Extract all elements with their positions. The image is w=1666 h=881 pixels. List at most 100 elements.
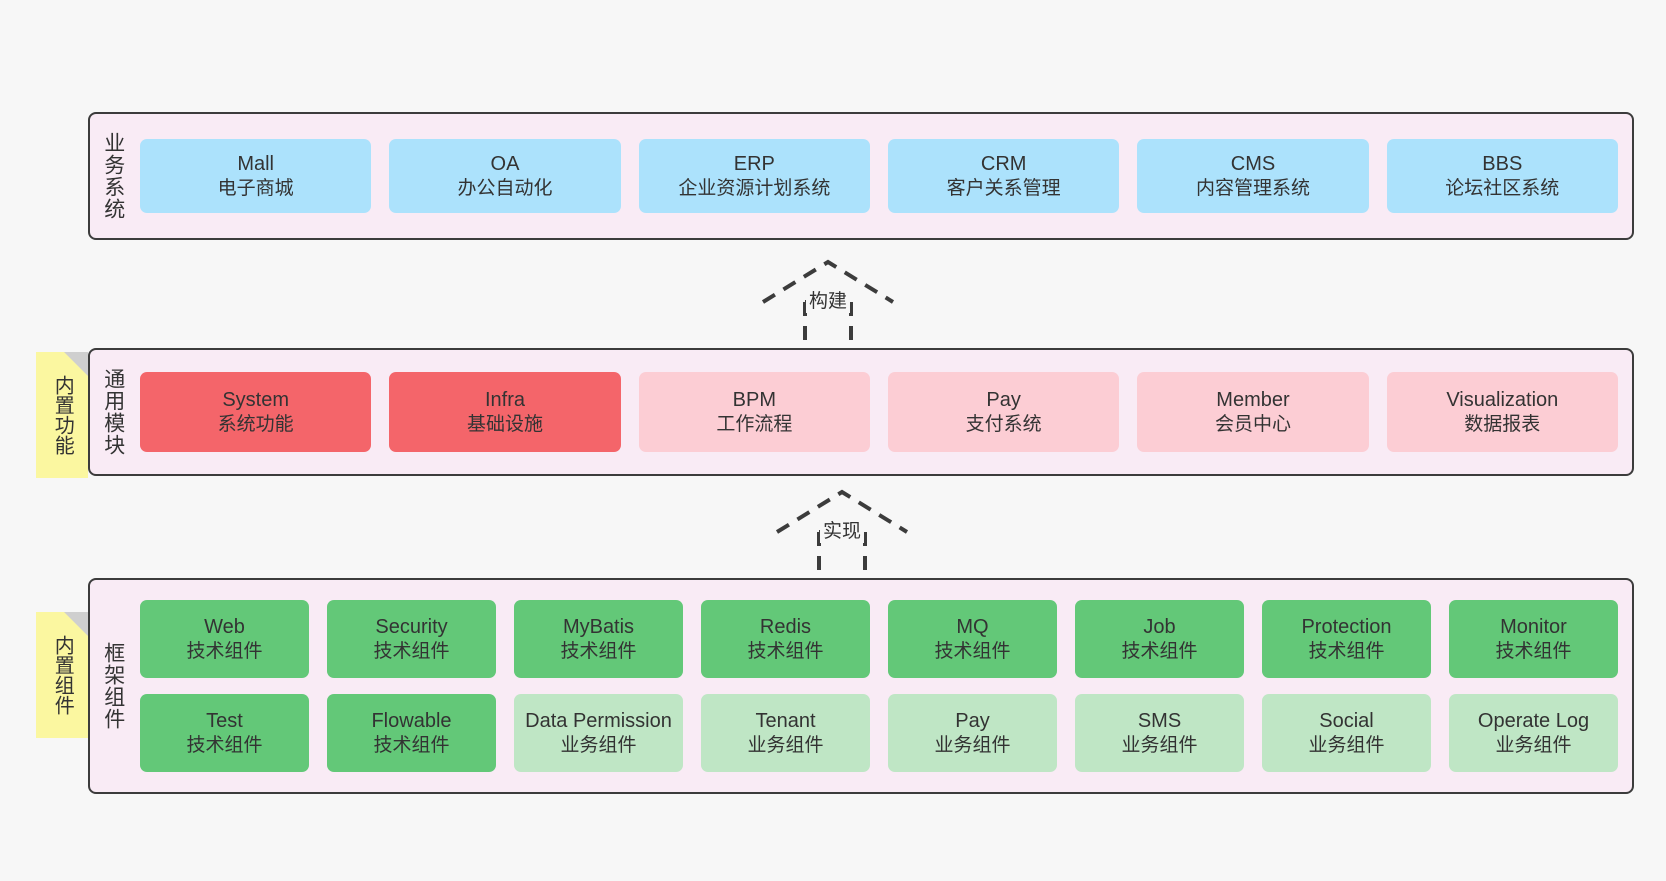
card-bbs[interactable]: BBS 论坛社区系统	[1386, 139, 1618, 213]
card-visualization[interactable]: Visualization 数据报表	[1386, 372, 1618, 452]
card-subtitle: 业务组件	[1308, 734, 1385, 756]
card-title: System	[222, 389, 289, 412]
sticky-label: 内置组件	[51, 635, 74, 715]
card-member[interactable]: Member 会员中心	[1137, 372, 1369, 452]
card-subtitle: 业务组件	[747, 734, 824, 756]
card-title: Operate Log	[1477, 710, 1590, 733]
card-cms[interactable]: CMS 内容管理系统	[1137, 139, 1369, 213]
card-subtitle: 技术组件	[186, 640, 263, 662]
connector-label-implement: 实现	[819, 516, 865, 543]
card-title: Monitor	[1500, 616, 1567, 639]
card-erp[interactable]: ERP 企业资源计划系统	[638, 139, 870, 213]
layer-title-modules: 通用模块	[101, 368, 125, 456]
layer-body-framework: Web 技术组件 Security 技术组件 MyBatis 技术组件 Redi…	[136, 580, 1632, 792]
card-title: OA	[490, 153, 520, 176]
card-title: CRM	[980, 153, 1027, 176]
card-social[interactable]: Social 业务组件	[1262, 694, 1431, 772]
card-title: Social	[1319, 710, 1374, 733]
card-subtitle: 业务组件	[934, 734, 1011, 756]
card-subtitle: 技术组件	[373, 734, 450, 756]
card-redis[interactable]: Redis 技术组件	[701, 600, 870, 678]
card-title: CMS	[1230, 153, 1276, 176]
card-mybatis[interactable]: MyBatis 技术组件	[514, 600, 683, 678]
card-title: Pay	[986, 389, 1021, 412]
layer-business-systems: 业务系统 Mall 电子商城 OA 办公自动化 ERP 企业资源计划系统 CRM…	[88, 112, 1634, 240]
card-subtitle: 业务组件	[1495, 734, 1572, 756]
card-subtitle: 技术组件	[934, 640, 1011, 662]
card-mq[interactable]: MQ 技术组件	[888, 600, 1057, 678]
card-subtitle: 电子商城	[217, 177, 294, 199]
card-title: Pay	[955, 710, 990, 733]
connector-build: 构建	[758, 258, 898, 346]
card-title: Flowable	[371, 710, 452, 733]
card-title: MQ	[956, 616, 989, 639]
card-row: System 系统功能 Infra 基础设施 BPM 工作流程 Pay 支付系统…	[140, 372, 1618, 452]
card-monitor[interactable]: Monitor 技术组件	[1449, 600, 1618, 678]
card-title: MyBatis	[562, 616, 635, 639]
card-subtitle: 业务组件	[1121, 734, 1198, 756]
card-pay[interactable]: Pay 支付系统	[887, 372, 1120, 452]
card-subtitle: 基础设施	[466, 413, 543, 435]
card-subtitle: 办公自动化	[457, 177, 553, 199]
card-title: Web	[204, 616, 245, 639]
connector-label-build: 构建	[805, 286, 851, 313]
card-subtitle: 论坛社区系统	[1445, 177, 1560, 199]
layer-common-modules: 通用模块 System 系统功能 Infra 基础设施 BPM 工作流程 Pay…	[88, 348, 1634, 476]
folded-corner-icon	[64, 352, 88, 376]
card-subtitle: 技术组件	[186, 734, 263, 756]
card-infra[interactable]: Infra 基础设施	[389, 372, 621, 452]
card-flowable[interactable]: Flowable 技术组件	[327, 694, 496, 772]
card-crm[interactable]: CRM 客户关系管理	[887, 139, 1120, 213]
card-subtitle: 工作流程	[716, 413, 793, 435]
layer-framework-components: 框架组件 Web 技术组件 Security 技术组件 MyBatis 技术组件…	[88, 578, 1634, 794]
card-job[interactable]: Job 技术组件	[1075, 600, 1244, 678]
card-title: Redis	[759, 616, 812, 639]
sticky-note-builtin-functions: 内置功能	[36, 352, 88, 478]
card-sms[interactable]: SMS 业务组件	[1075, 694, 1244, 772]
card-subtitle: 客户关系管理	[946, 177, 1061, 199]
card-title: Protection	[1301, 616, 1392, 639]
generalization-arrowhead-icon	[775, 489, 909, 534]
card-title: Mall	[237, 153, 274, 176]
card-subtitle: 技术组件	[747, 640, 824, 662]
card-subtitle: 技术组件	[1308, 640, 1385, 662]
card-title: SMS	[1137, 710, 1182, 733]
card-subtitle: 技术组件	[373, 640, 450, 662]
card-protection[interactable]: Protection 技术组件	[1262, 600, 1431, 678]
card-title: Infra	[484, 389, 525, 412]
card-title: Test	[206, 710, 243, 733]
card-title: Job	[1143, 616, 1176, 639]
card-data-permission[interactable]: Data Permission 业务组件	[514, 694, 683, 772]
card-title: Visualization	[1446, 389, 1559, 412]
card-title: Data Permission	[525, 710, 672, 733]
card-security[interactable]: Security 技术组件	[327, 600, 496, 678]
card-title: Member	[1216, 389, 1290, 412]
connector-implement: 实现	[772, 488, 912, 576]
card-subtitle: 内容管理系统	[1195, 177, 1310, 199]
card-row: Test 技术组件 Flowable 技术组件 Data Permission …	[140, 694, 1618, 772]
card-subtitle: 系统功能	[217, 413, 294, 435]
card-title: BPM	[732, 389, 776, 412]
card-subtitle: 数据报表	[1464, 413, 1541, 435]
card-row: Web 技术组件 Security 技术组件 MyBatis 技术组件 Redi…	[140, 600, 1618, 678]
card-pay-business[interactable]: Pay 业务组件	[888, 694, 1057, 772]
card-row: Mall 电子商城 OA 办公自动化 ERP 企业资源计划系统 CRM 客户关系…	[140, 139, 1618, 213]
card-tenant[interactable]: Tenant 业务组件	[701, 694, 870, 772]
card-bpm[interactable]: BPM 工作流程	[638, 372, 870, 452]
card-system[interactable]: System 系统功能	[140, 372, 372, 452]
layer-title-framework: 框架组件	[101, 642, 125, 730]
card-subtitle: 技术组件	[1121, 640, 1198, 662]
card-test[interactable]: Test 技术组件	[140, 694, 309, 772]
card-subtitle: 企业资源计划系统	[678, 177, 831, 199]
card-operate-log[interactable]: Operate Log 业务组件	[1449, 694, 1618, 772]
card-oa[interactable]: OA 办公自动化	[389, 139, 621, 213]
card-web[interactable]: Web 技术组件	[140, 600, 309, 678]
card-title: BBS	[1482, 153, 1523, 176]
card-title: Tenant	[755, 710, 816, 733]
card-mall[interactable]: Mall 电子商城	[140, 139, 372, 213]
card-subtitle: 会员中心	[1214, 413, 1291, 435]
card-subtitle: 支付系统	[965, 413, 1042, 435]
generalization-arrowhead-icon	[761, 259, 895, 304]
sticky-label: 内置功能	[51, 375, 74, 455]
